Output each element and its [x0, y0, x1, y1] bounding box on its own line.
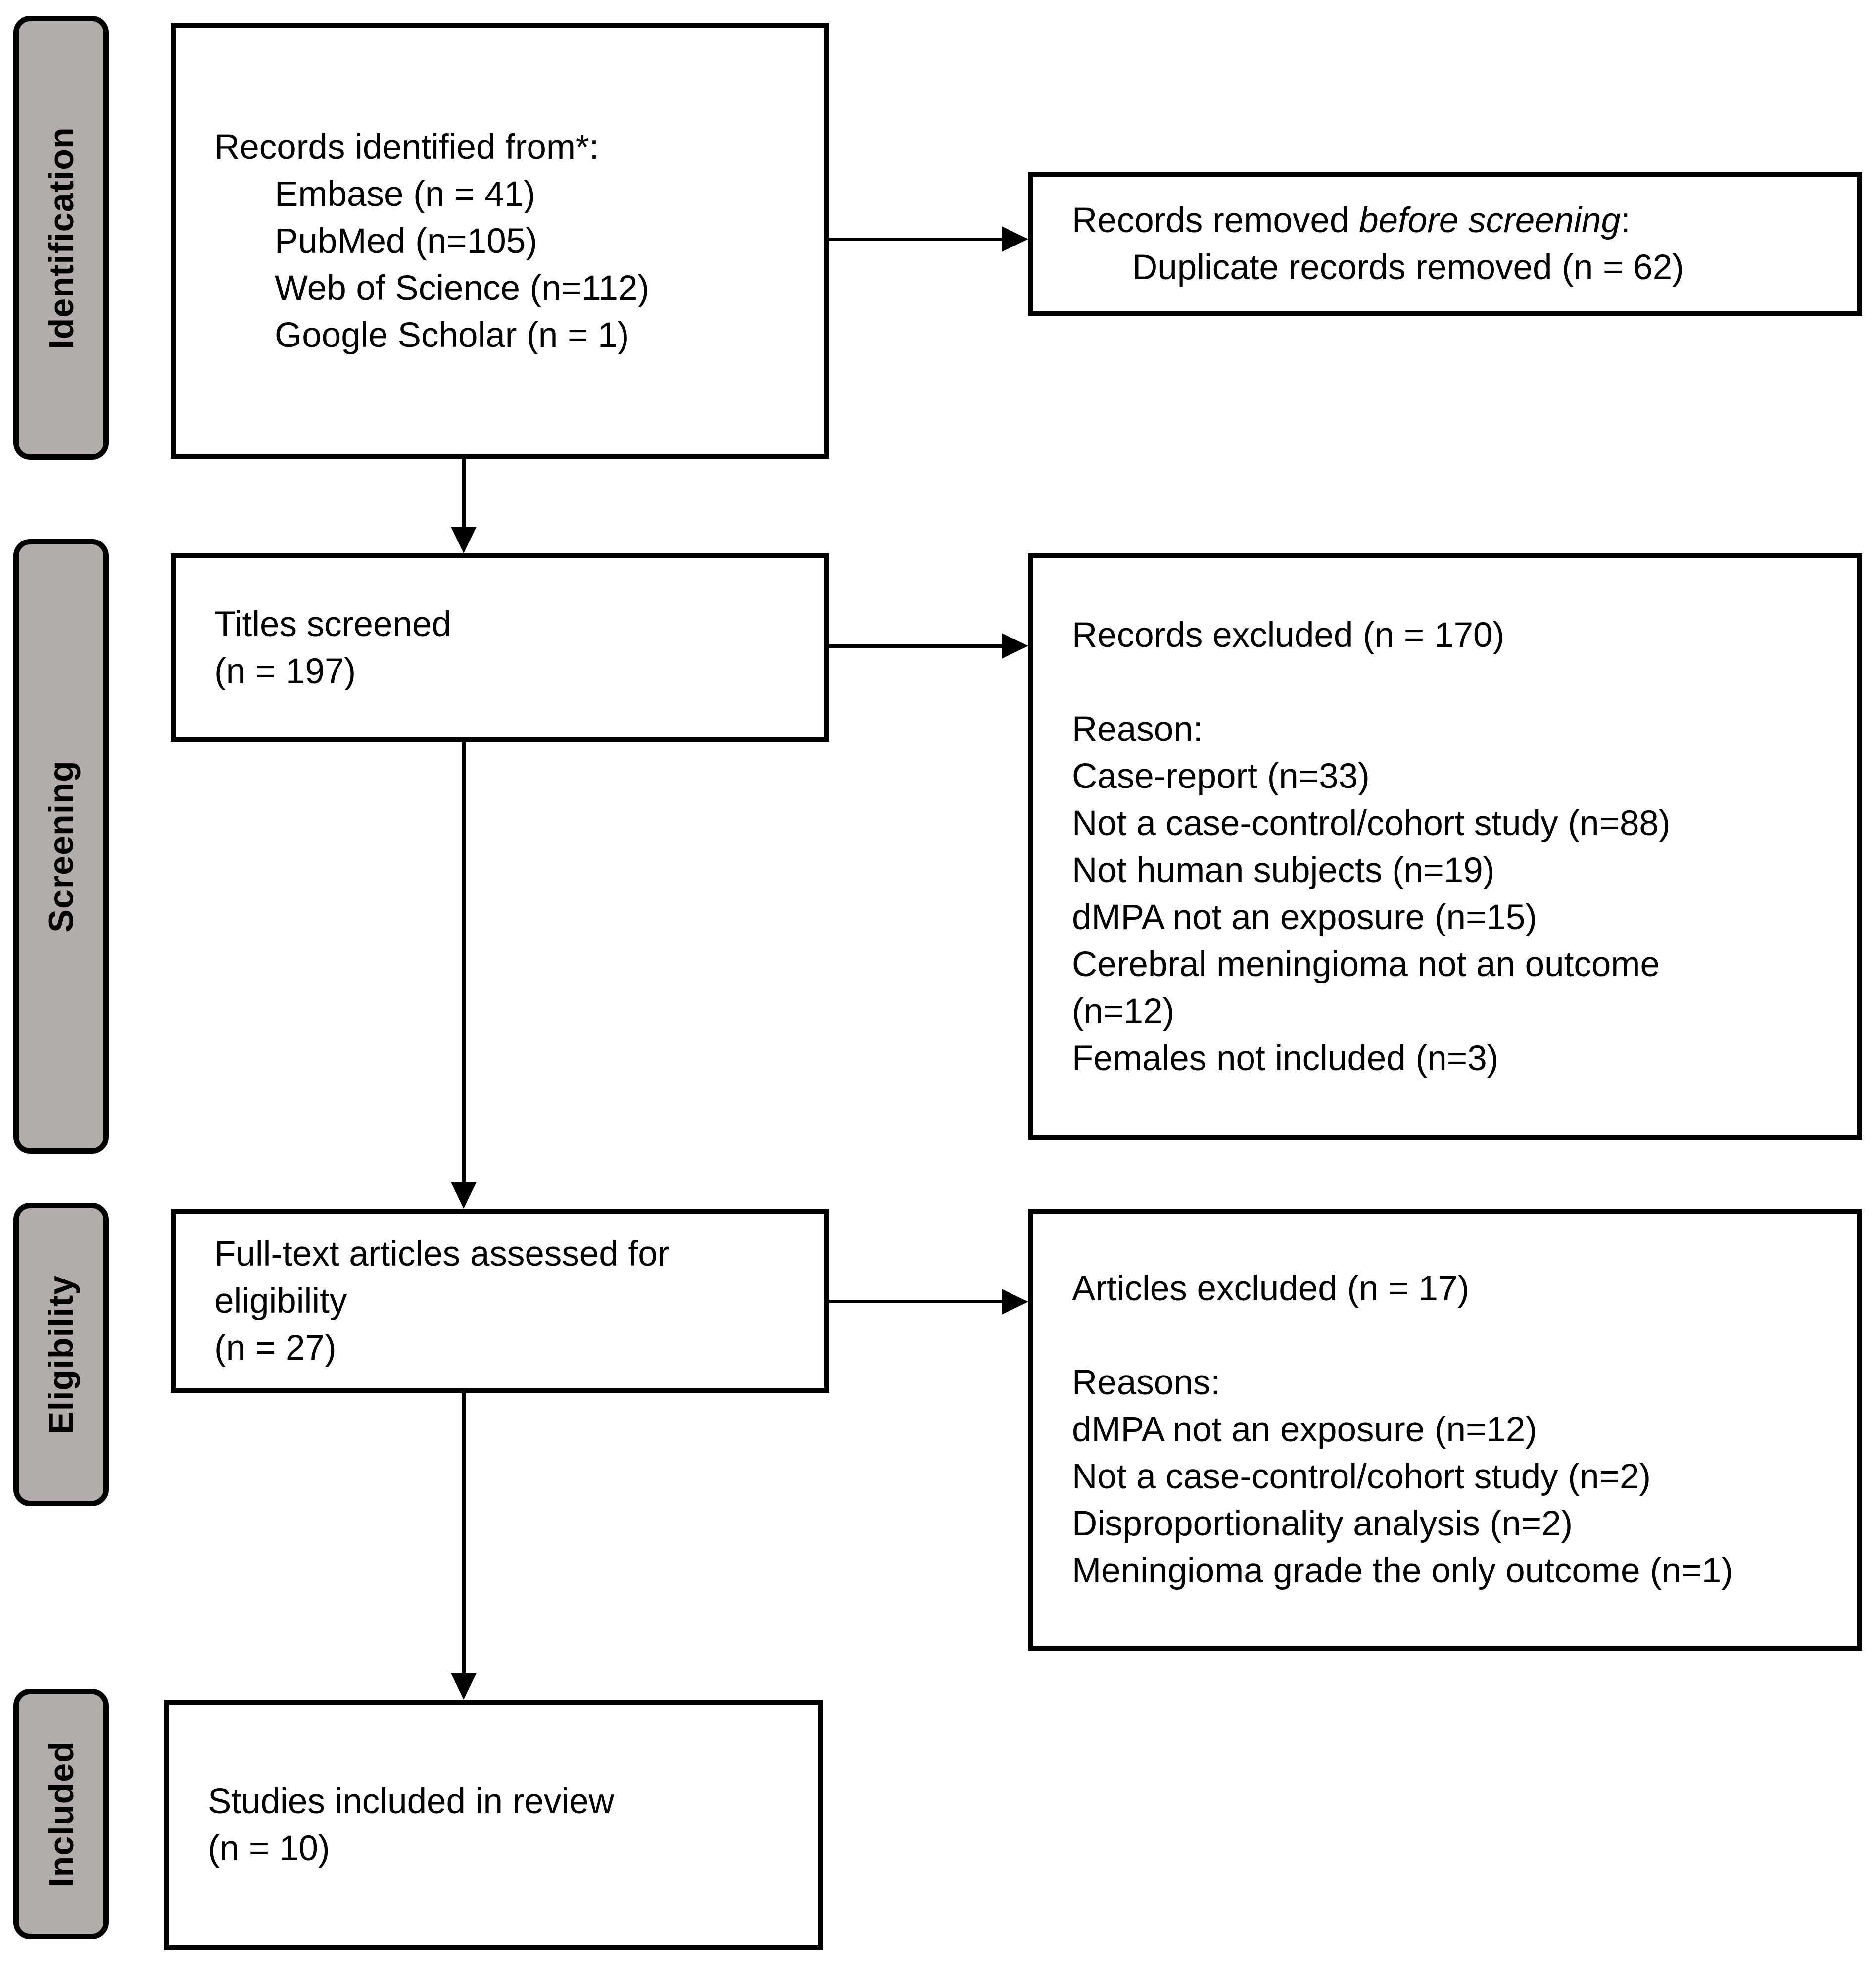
- records-identified-box: Records identified from*: Embase (n = 41…: [171, 23, 829, 459]
- reason2-disproportionality: Disproportionality analysis (n=2): [1072, 1504, 1573, 1543]
- arrow-identified-to-screened-shaft: [462, 459, 466, 530]
- arrow-screened-to-fulltext-shaft: [462, 741, 466, 1185]
- stage-included-label: Included: [42, 1741, 81, 1887]
- records-excluded-title: Records excluded (n = 170): [1072, 615, 1505, 655]
- arrow-fulltext-to-excluded-shaft: [829, 1300, 1005, 1303]
- fulltext-line-1: Full-text articles assessed for: [214, 1234, 670, 1274]
- studies-included-count: (n = 10): [208, 1829, 330, 1868]
- titles-screened-box: Titles screened (n = 197): [171, 553, 829, 742]
- fulltext-assessed-box: Full-text articles assessed for eligibil…: [171, 1209, 829, 1393]
- duplicates-removed-line: Duplicate records removed (n = 62): [1132, 248, 1684, 287]
- reason-females-not-included: Females not included (n=3): [1072, 1038, 1499, 1078]
- stage-screening: Screening: [13, 539, 109, 1154]
- stage-identification: Identification: [13, 16, 109, 460]
- titles-screened-line: Titles screened: [214, 604, 451, 644]
- reason-not-case-control: Not a case-control/cohort study (n=88): [1072, 803, 1671, 843]
- titles-screened-count: (n = 197): [214, 651, 356, 691]
- arrow-fulltext-to-included-shaft: [462, 1393, 466, 1676]
- reason2-not-case-control: Not a case-control/cohort study (n=2): [1072, 1457, 1651, 1496]
- stage-screening-label: Screening: [42, 760, 81, 933]
- arrow-fulltext-to-excluded-head: [1002, 1289, 1028, 1315]
- articles-excluded-box: Articles excluded (n = 17) Reasons: dMPA…: [1028, 1209, 1862, 1651]
- records-removed-box: Records removed before screening: Duplic…: [1028, 172, 1862, 316]
- articles-excluded-reasons-heading: Reasons:: [1072, 1363, 1220, 1402]
- reason-not-human: Not human subjects (n=19): [1072, 850, 1495, 890]
- stage-eligibility-label: Eligibility: [42, 1275, 81, 1434]
- arrow-identified-to-removed-head: [1002, 226, 1028, 252]
- reason-case-report: Case-report (n=33): [1072, 756, 1370, 796]
- reason2-grade-only-outcome: Meningioma grade the only outcome (n=1): [1072, 1551, 1733, 1590]
- arrow-screened-to-excluded-head: [1002, 633, 1028, 659]
- fulltext-count: (n = 27): [214, 1328, 337, 1368]
- reason-dmpa-not-exposure: dMPA not an exposure (n=15): [1072, 897, 1538, 937]
- reason-meningioma-not-outcome: Cerebral meningioma not an outcome: [1072, 944, 1660, 984]
- stage-identification-label: Identification: [42, 126, 81, 349]
- stage-included: Included: [13, 1689, 109, 1939]
- source-embase: Embase (n = 41): [275, 174, 535, 214]
- records-removed-suffix: :: [1620, 201, 1631, 240]
- records-excluded-reason-heading: Reason:: [1072, 709, 1203, 749]
- arrow-identified-to-screened-head: [451, 527, 477, 553]
- records-excluded-spacer: [1072, 659, 1837, 706]
- arrow-fulltext-to-included-head: [451, 1673, 477, 1700]
- stage-eligibility: Eligibility: [13, 1203, 109, 1506]
- records-excluded-box: Records excluded (n = 170) Reason: Case-…: [1028, 553, 1862, 1140]
- studies-included-box: Studies included in review (n = 10): [164, 1700, 823, 1950]
- studies-included-line: Studies included in review: [208, 1782, 614, 1821]
- fulltext-line-2: eligibility: [214, 1281, 347, 1321]
- records-identified-title: Records identified from*:: [214, 127, 599, 167]
- records-removed-italic: before screening: [1359, 201, 1621, 240]
- source-web-of-science: Web of Science (n=112): [275, 268, 650, 308]
- arrow-identified-to-removed-shaft: [829, 238, 1005, 241]
- source-google-scholar: Google Scholar (n = 1): [275, 315, 629, 355]
- reason-meningioma-not-outcome-count: (n=12): [1072, 991, 1175, 1031]
- records-removed-prefix: Records removed: [1072, 201, 1359, 240]
- arrow-screened-to-excluded-shaft: [829, 644, 1005, 648]
- records-removed-title: Records removed before screening:: [1072, 197, 1837, 244]
- arrow-screened-to-fulltext-head: [451, 1182, 477, 1209]
- reason2-dmpa-not-exposure: dMPA not an exposure (n=12): [1072, 1410, 1538, 1449]
- articles-excluded-title: Articles excluded (n = 17): [1072, 1269, 1470, 1308]
- source-pubmed: PubMed (n=105): [275, 221, 537, 261]
- articles-excluded-spacer: [1072, 1312, 1837, 1359]
